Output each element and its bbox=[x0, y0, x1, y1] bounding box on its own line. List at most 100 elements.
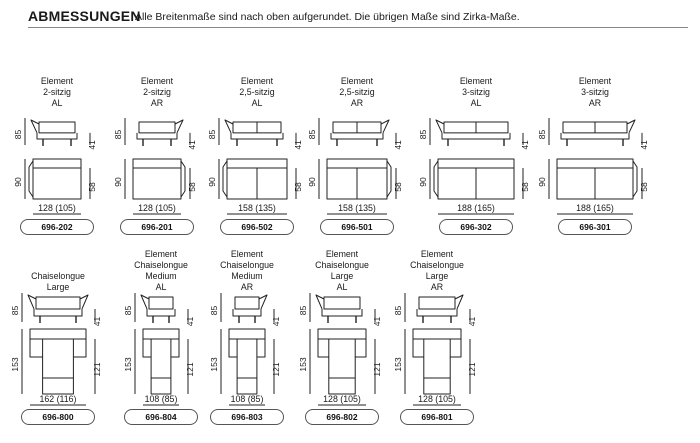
depth-label: 153 bbox=[123, 357, 133, 371]
element-title-line: 2,5-sitzig bbox=[339, 87, 374, 97]
element-title-line: Element bbox=[141, 76, 174, 86]
depth-label: 153 bbox=[209, 357, 219, 371]
seat-depth-label: 58 bbox=[393, 182, 403, 192]
element-code-badge: 696-301 bbox=[558, 219, 632, 235]
element-code-badge: 696-201 bbox=[120, 219, 194, 235]
back-cushion bbox=[323, 296, 361, 310]
element-title-line: Large bbox=[426, 271, 449, 281]
armrest-left bbox=[27, 294, 37, 310]
element-code-badge: 696-502 bbox=[220, 219, 294, 235]
armrest-left bbox=[435, 119, 445, 134]
back-height-label: 85 bbox=[537, 130, 547, 140]
plan-outline bbox=[317, 328, 367, 395]
armrest-right bbox=[454, 294, 464, 310]
plan-arm-left bbox=[433, 160, 439, 198]
back-height-label: 85 bbox=[113, 130, 123, 140]
seat-depth-label: 121 bbox=[372, 362, 382, 376]
back-height-label: 85 bbox=[10, 306, 20, 316]
element-code-badge: 696-803 bbox=[210, 409, 284, 425]
plan-outline bbox=[29, 328, 87, 395]
depth-label: 90 bbox=[13, 177, 23, 187]
element-title-line: AL bbox=[471, 98, 482, 108]
element-title-line: Chaiselongue bbox=[134, 260, 188, 270]
element-title-line: Medium bbox=[231, 271, 262, 281]
element-code-badge: 696-302 bbox=[439, 219, 513, 235]
seat-height-label: 41 bbox=[639, 140, 649, 150]
width-label: 108 (85) bbox=[231, 394, 264, 404]
seat-depth-label: 121 bbox=[92, 362, 102, 376]
depth-label: 153 bbox=[10, 357, 20, 371]
width-label: 128 (105) bbox=[323, 394, 361, 404]
back-cushion bbox=[232, 121, 282, 134]
back-height-label: 85 bbox=[298, 306, 308, 316]
header-note: Alle Breitenmaße sind nach oben aufgerun… bbox=[135, 11, 520, 23]
back-height-label: 85 bbox=[393, 306, 403, 316]
armrest-right bbox=[79, 294, 89, 310]
width-label: 188 (165) bbox=[576, 203, 614, 213]
back-height-label: 85 bbox=[207, 130, 217, 140]
element-code-badge: 696-202 bbox=[20, 219, 94, 235]
seat-front bbox=[136, 132, 178, 140]
seat-front bbox=[232, 308, 262, 317]
element-title-line: AL bbox=[156, 282, 167, 292]
back-cushion bbox=[332, 121, 382, 134]
seat-height-label: 41 bbox=[293, 140, 303, 150]
element-code-badge: 696-802 bbox=[305, 409, 379, 425]
armrest-right bbox=[174, 119, 184, 134]
element-title-line: 3-sitzig bbox=[462, 87, 490, 97]
depth-label: 90 bbox=[537, 177, 547, 187]
plan-arm-right bbox=[386, 160, 392, 198]
element-title-line: Element bbox=[241, 76, 274, 86]
element-title-line: 2-sitzig bbox=[143, 87, 171, 97]
seat-height-label: 41 bbox=[467, 316, 477, 326]
plan-outline bbox=[326, 158, 388, 200]
back-height-label: 85 bbox=[209, 306, 219, 316]
element-code-badge: 696-804 bbox=[124, 409, 198, 425]
element-title-line: AL bbox=[252, 98, 263, 108]
plan-outline bbox=[226, 158, 288, 200]
element-title-line: AR bbox=[151, 98, 163, 108]
seat-height-label: 41 bbox=[187, 140, 197, 150]
back-cushion bbox=[148, 296, 174, 310]
seat-depth-label: 121 bbox=[467, 362, 477, 376]
back-height-label: 85 bbox=[123, 306, 133, 316]
element-title-line: Chaiselongue bbox=[31, 271, 85, 281]
width-label: 108 (85) bbox=[145, 394, 178, 404]
element-title-line: Chaiselongue bbox=[220, 260, 274, 270]
seat-depth-label: 58 bbox=[87, 182, 97, 192]
seat-front bbox=[560, 132, 630, 140]
back-cushion bbox=[234, 296, 260, 310]
plan-outline bbox=[132, 158, 182, 200]
seat-front bbox=[33, 308, 83, 317]
element-title-line: Element bbox=[460, 76, 493, 86]
seat-front bbox=[146, 308, 176, 317]
width-label: 162 (116) bbox=[39, 394, 76, 404]
element-title-line: Chaiselongue bbox=[410, 260, 464, 270]
armrest-right bbox=[626, 119, 636, 134]
element-title-line: AR bbox=[431, 282, 443, 292]
seat-front bbox=[230, 132, 284, 140]
seat-depth-label: 121 bbox=[185, 362, 195, 376]
back-height-label: 85 bbox=[13, 130, 23, 140]
plan-arm-left bbox=[222, 160, 228, 198]
element-title-line: 2-sitzig bbox=[43, 87, 71, 97]
element-title-line: Chaiselongue bbox=[315, 260, 369, 270]
width-label: 188 (165) bbox=[457, 203, 495, 213]
width-label: 128 (105) bbox=[38, 203, 76, 213]
seat-depth-label: 58 bbox=[187, 182, 197, 192]
element-title-line: AR bbox=[589, 98, 601, 108]
back-cushion bbox=[418, 296, 456, 310]
seat-height-label: 41 bbox=[271, 316, 281, 326]
element-title-line: AL bbox=[52, 98, 63, 108]
element-title-line: 2,5-sitzig bbox=[239, 87, 274, 97]
plan-outline bbox=[228, 328, 266, 395]
armrest-right bbox=[380, 119, 390, 134]
